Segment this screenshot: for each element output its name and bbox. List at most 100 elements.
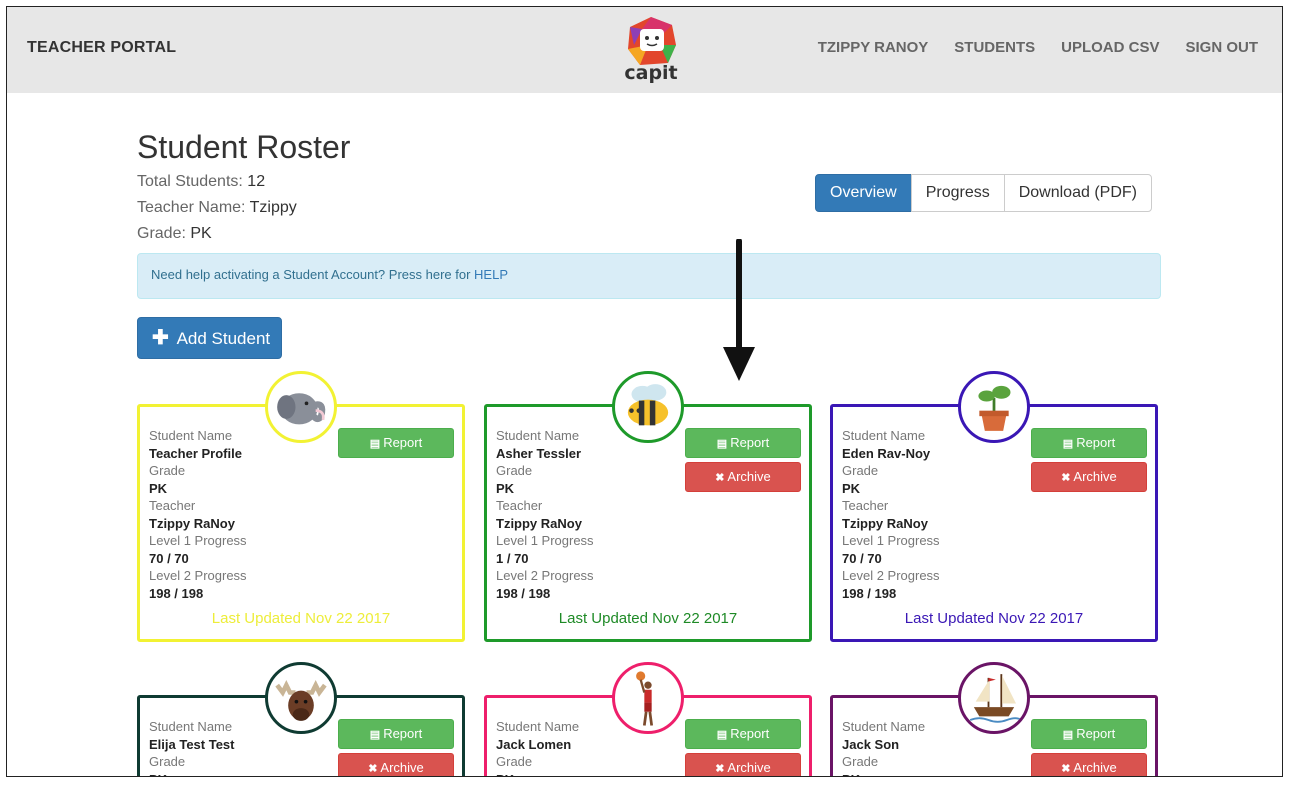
archive-label: Archive [727,469,771,484]
archive-button[interactable]: ✖Archive [338,753,454,776]
student-name-label: Student Name [496,719,580,734]
student-grade: PK [149,771,235,777]
nav-sign-out-link[interactable]: SIGN OUT [1185,39,1258,56]
basketball-player-icon [615,671,681,731]
student-grade: PK [842,771,925,777]
student-name: Elija Test Test [149,736,235,752]
elephant-icon [268,393,334,440]
student-name-label: Student Name [842,428,926,443]
archive-button[interactable]: ✖Archive [685,462,801,492]
plant-icon [961,385,1027,440]
teacher-name: Teacher Name: Tzippy [137,199,297,217]
level2-label: Level 2 Progress [496,568,594,583]
annotation-arrow [723,239,755,381]
brand-title[interactable]: TEACHER PORTAL [27,39,177,56]
grade-label: Grade [496,754,533,769]
help-link[interactable]: HELP [474,267,509,282]
grade-label: Grade [149,754,186,769]
level2-progress: 198 / 198 [149,585,204,601]
level1-progress: 70 / 70 [149,550,189,566]
close-icon: ✖ [1061,472,1071,484]
logo-text: capit [624,62,677,84]
nav-students-link[interactable]: STUDENTS [954,39,1036,56]
report-label: Report [1076,726,1116,741]
student-avatar [265,371,337,443]
student-name: Jack Son [842,736,900,752]
student-teacher: Tzippy RaNoy [496,515,582,531]
add-student-label: Add Student [176,329,271,348]
add-student-button[interactable]: ✚ Add Student [137,317,282,359]
student-name-label: Student Name [149,428,233,443]
student-grade: PK [496,771,579,777]
student-grade: PK [496,480,515,496]
teacher-name-label: Teacher Name: [137,199,246,216]
report-button[interactable]: ▤Report [685,719,801,749]
report-button[interactable]: ▤Report [685,428,801,458]
teacher-label: Teacher [496,498,543,513]
page-title: Student Roster [137,129,351,165]
student-name: Jack Lomen [496,736,572,752]
close-icon: ✖ [715,763,725,775]
ship-icon [961,674,1027,731]
report-button[interactable]: ▤Report [338,428,454,458]
archive-label: Archive [727,760,771,775]
tab-progress[interactable]: Progress [910,174,1005,212]
level2-label: Level 2 Progress [842,568,940,583]
nav-links: TZIPPY RANOY STUDENTS UPLOAD CSV SIGN OU… [818,39,1258,56]
grade-value: PK [190,225,212,242]
last-updated: Last Updated Nov 22 2017 [904,610,1084,627]
list-icon: ▤ [1062,438,1074,450]
student-teacher: Tzippy RaNoy [149,515,235,531]
last-updated: Last Updated Nov 22 2017 [558,610,738,627]
grade-label: Grade [496,463,533,478]
last-updated: Last Updated Nov 22 2017 [211,610,391,627]
report-button[interactable]: ▤Report [338,719,454,749]
teacher-name-value: Tzippy [249,199,297,216]
archive-label: Archive [1073,469,1117,484]
report-button[interactable]: ▤Report [1031,428,1147,458]
total-students-value: 12 [247,173,266,190]
report-label: Report [383,435,423,450]
archive-button[interactable]: ✖Archive [685,753,801,776]
archive-button[interactable]: ✖Archive [1031,753,1147,776]
student-avatar [958,371,1030,443]
report-label: Report [730,726,770,741]
total-students: Total Students: 12 [137,173,265,191]
list-icon: ▤ [1062,729,1074,741]
grade-label: Grade: [137,225,186,242]
help-alert: Need help activating a Student Account? … [137,253,1161,299]
student-grade: PK [842,480,861,496]
nav-upload-csv-link[interactable]: UPLOAD CSV [1061,39,1160,56]
level1-label: Level 1 Progress [842,533,940,548]
student-name-label: Student Name [842,719,926,734]
level2-progress: 198 / 198 [842,585,897,601]
help-alert-text: Need help activating a Student Account? … [151,267,475,282]
archive-label: Archive [1073,760,1117,775]
student-name: Eden Rav-Noy [842,445,931,461]
plus-icon: ✚ [152,327,169,349]
tab-download-pdf[interactable]: Download (PDF) [1003,174,1152,212]
level1-progress: 70 / 70 [842,550,882,566]
capit-logo[interactable]: capit [620,15,682,85]
report-button[interactable]: ▤Report [1031,719,1147,749]
tab-overview[interactable]: Overview [815,174,912,212]
archive-label: Archive [380,760,424,775]
view-tabs: Overview Progress Download (PDF) [815,174,1152,212]
level1-label: Level 1 Progress [149,533,247,548]
grade-info: Grade: PK [137,225,212,243]
close-icon: ✖ [1061,763,1071,775]
top-navbar: TEACHER PORTAL capit TZIPPY RANOY STUDEN… [7,7,1282,93]
student-avatar [265,662,337,734]
archive-button[interactable]: ✖Archive [1031,462,1147,492]
report-label: Report [1076,435,1116,450]
nav-user-link[interactable]: TZIPPY RANOY [817,39,929,56]
